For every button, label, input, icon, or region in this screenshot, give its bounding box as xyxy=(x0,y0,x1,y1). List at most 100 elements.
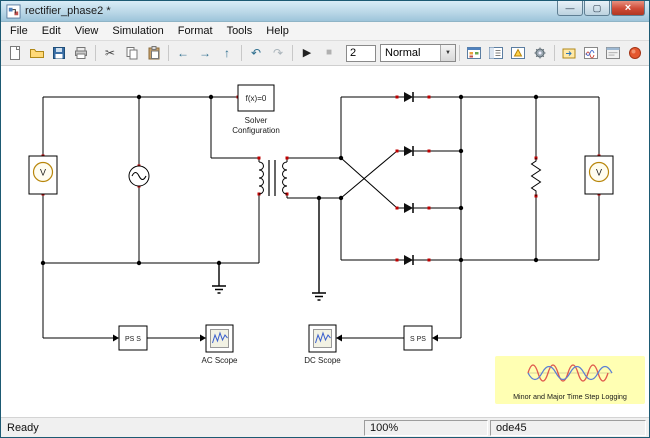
voltage-sensor-left-block[interactable]: V xyxy=(28,155,58,195)
close-icon: × xyxy=(624,1,632,14)
toolbar-separator xyxy=(459,45,460,61)
status-text: Ready xyxy=(7,421,39,434)
undo-button[interactable]: ↶ xyxy=(245,43,267,64)
model-browser-button[interactable] xyxy=(485,43,507,64)
menu-format[interactable]: Format xyxy=(177,25,213,37)
maximize-icon: ▢ xyxy=(592,2,602,13)
simscape-button[interactable] xyxy=(624,43,646,64)
toolbar: ✂ ← → ↑ ↶ ↷ ▶ ■ Normal ▼ xyxy=(1,41,649,66)
print-icon xyxy=(75,47,87,59)
new-model-button[interactable] xyxy=(4,43,26,64)
close-button[interactable]: × xyxy=(611,1,645,16)
stop-simulation-button[interactable]: ■ xyxy=(318,43,340,64)
model-explorer-button[interactable] xyxy=(602,43,624,64)
configuration-parameters-icon xyxy=(534,47,546,59)
stop-simulation-icon: ■ xyxy=(325,47,333,58)
dc-scope-label: DC Scope xyxy=(304,356,341,365)
forward-icon: → xyxy=(199,46,211,60)
sim-mode-select[interactable]: Normal ▼ xyxy=(380,44,456,62)
voltage-sensor-right-label: V xyxy=(596,168,602,178)
toolbar-separator xyxy=(95,45,96,61)
menu-simulation[interactable]: Simulation xyxy=(112,25,164,37)
annotation-label: Minor and Major Time Step Logging xyxy=(513,392,627,401)
data-inspector-icon xyxy=(584,47,598,59)
solver-value: ode45 xyxy=(496,421,527,434)
circuit-wires[interactable] xyxy=(42,96,600,339)
paste-button[interactable] xyxy=(143,43,165,64)
forward-button[interactable]: → xyxy=(194,43,216,64)
new-model-icon xyxy=(10,46,20,60)
menu-help[interactable]: Help xyxy=(266,25,289,37)
simscape-icon xyxy=(629,47,641,59)
data-inspector-button[interactable] xyxy=(580,43,602,64)
diagnostics-viewer-button[interactable] xyxy=(507,43,529,64)
window-title: rectifier_phase2 * xyxy=(25,5,111,17)
solver-label-line2: Configuration xyxy=(232,126,280,135)
model-explorer-icon xyxy=(606,47,620,59)
model-reference-button[interactable] xyxy=(558,43,580,64)
dc-scope-block[interactable]: DC Scope xyxy=(304,324,341,365)
ac-scope-block[interactable]: AC Scope xyxy=(201,324,238,365)
annotation-curve-red xyxy=(527,364,609,382)
copy-button[interactable] xyxy=(121,43,143,64)
transformer-block[interactable] xyxy=(258,160,288,196)
up-button[interactable]: ↑ xyxy=(216,43,238,64)
solver-fx-text: f(x)=0 xyxy=(246,94,267,103)
diode-blocks[interactable] xyxy=(404,92,414,265)
menu-view[interactable]: View xyxy=(74,25,99,37)
resistor-block[interactable] xyxy=(530,158,542,196)
chevron-down-icon: ▼ xyxy=(440,45,455,61)
back-icon: ← xyxy=(177,46,189,60)
model-reference-icon xyxy=(562,48,576,59)
minimize-button[interactable]: — xyxy=(557,1,583,16)
redo-button[interactable]: ↷ xyxy=(267,43,289,64)
save-model-button[interactable] xyxy=(48,43,70,64)
statusbar: Ready 100% ode45 xyxy=(1,417,649,437)
print-button[interactable] xyxy=(70,43,92,64)
back-button[interactable]: ← xyxy=(172,43,194,64)
ground-block-2[interactable] xyxy=(312,198,326,301)
ground-block-1[interactable] xyxy=(212,263,226,294)
zoom-value: 100% xyxy=(370,421,399,434)
zoom-level: 100% xyxy=(364,419,488,436)
configuration-parameters-button[interactable] xyxy=(529,43,551,64)
redo-icon: ↷ xyxy=(272,46,284,60)
toolbar-separator xyxy=(168,45,169,61)
solver-label-line1: Solver xyxy=(245,116,268,125)
cut-icon: ✂ xyxy=(104,46,116,60)
solver-name: ode45 xyxy=(490,419,646,436)
ac-voltage-source-block[interactable] xyxy=(128,165,150,187)
undo-icon: ↶ xyxy=(250,46,262,60)
window-controls: — ▢ × xyxy=(556,1,649,16)
time-step-logging-annotation[interactable]: Minor and Major Time Step Logging xyxy=(495,356,645,404)
ps-s-label: PS S xyxy=(125,336,141,343)
ac-scope-label: AC Scope xyxy=(201,356,238,365)
menu-file[interactable]: File xyxy=(10,25,28,37)
cut-button[interactable]: ✂ xyxy=(99,43,121,64)
block-port-markers xyxy=(41,95,601,262)
menu-edit[interactable]: Edit xyxy=(41,25,61,37)
model-browser-icon xyxy=(489,47,503,59)
library-browser-button[interactable] xyxy=(463,43,485,64)
menu-tools[interactable]: Tools xyxy=(226,25,253,37)
crossing-wires[interactable] xyxy=(340,150,398,209)
model-canvas[interactable]: V f(x)=0 Solver Configuration xyxy=(1,66,649,417)
start-simulation-button[interactable]: ▶ xyxy=(296,43,318,64)
open-model-button[interactable] xyxy=(26,43,48,64)
titlebar[interactable]: rectifier_phase2 * — ▢ × xyxy=(1,1,649,22)
copy-icon xyxy=(126,47,138,60)
sim-stop-time-input[interactable] xyxy=(346,44,376,62)
toolbar-separator xyxy=(554,45,555,61)
s-ps-converter-block[interactable]: S PS xyxy=(403,325,433,351)
voltage-sensor-right-block[interactable]: V xyxy=(584,155,614,195)
solver-configuration-block[interactable]: f(x)=0 Solver Configuration xyxy=(232,84,280,135)
voltage-sensor-left-label: V xyxy=(40,168,46,178)
maximize-button[interactable]: ▢ xyxy=(584,1,610,16)
toolbar-separator xyxy=(241,45,242,61)
save-model-icon xyxy=(53,47,65,59)
sim-mode-value: Normal xyxy=(385,47,421,59)
ps-s-converter-block[interactable]: PS S xyxy=(118,325,148,351)
menubar: File Edit View Simulation Format Tools H… xyxy=(1,22,649,41)
diagnostics-viewer-icon xyxy=(511,47,525,59)
